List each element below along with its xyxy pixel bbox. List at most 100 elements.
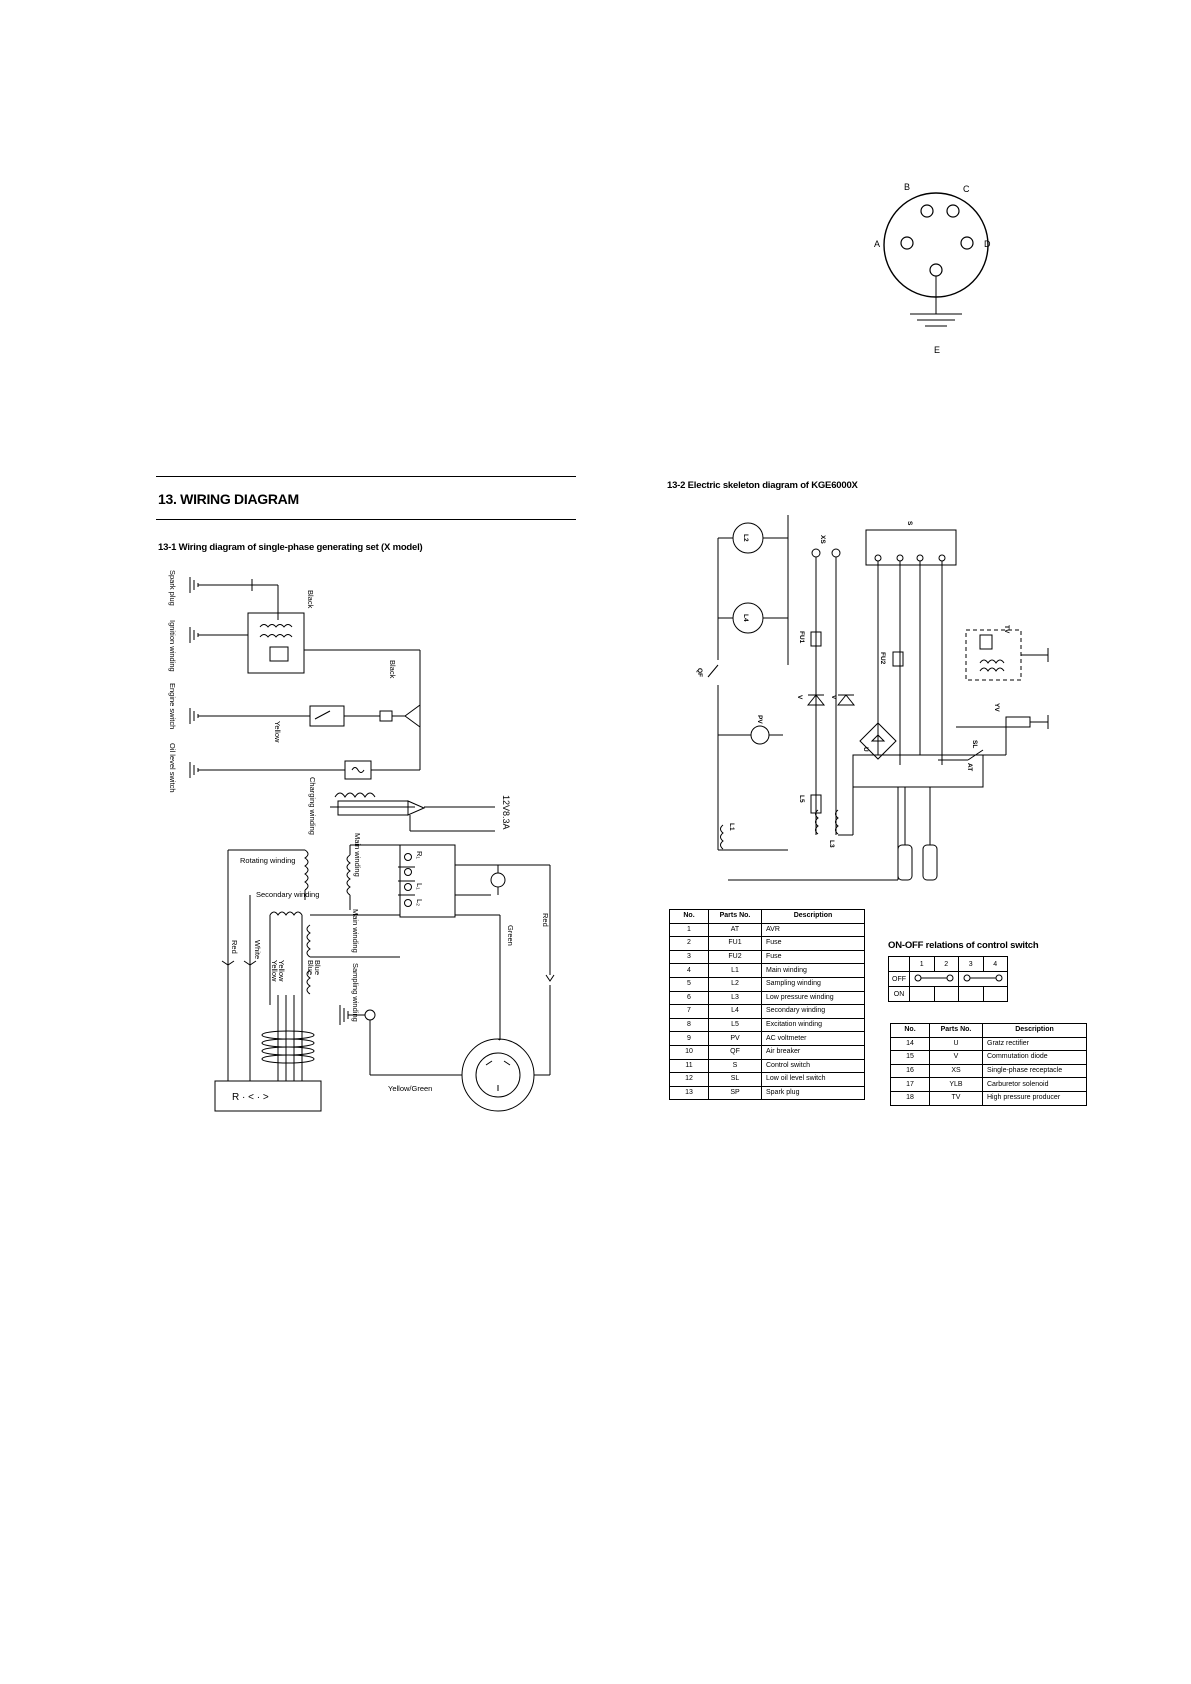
col-parts-no: Parts No. (708, 909, 762, 924)
label-qf: QF (696, 668, 703, 677)
label-engine-switch: Engine switch (168, 683, 177, 729)
cell-description: Spark plug (761, 1085, 865, 1101)
label-sl: SL (971, 740, 978, 748)
skeleton-diagram-kge6000x: L2 L4 XS S FU1 FU2 V V U QF PV L5 L3 L1 … (696, 515, 1049, 881)
col-description: Description (982, 1023, 1087, 1038)
cell-no: 8 (669, 1017, 709, 1033)
label-at: AT (966, 763, 973, 771)
switch-cell (933, 986, 959, 1002)
label-v1: V (796, 695, 803, 700)
label-yv: YV (993, 703, 1000, 712)
ground-symbol (189, 627, 199, 643)
label-yellow-wire-2: Yellow (277, 960, 286, 982)
label-pv: PV (756, 715, 763, 724)
pin-a (900, 236, 914, 250)
cell-parts-no: YLB (929, 1077, 983, 1092)
switch-header-4: 4 (982, 956, 1008, 972)
label-oil-level-switch: Oil level switch (168, 743, 177, 793)
label-sampling-winding: Sampling winding (351, 963, 360, 1022)
terminal-l1: L₁ (415, 883, 424, 890)
label-red-right: Red (541, 913, 550, 927)
label-l4: L4 (742, 614, 749, 622)
label-blue-2: Blue (313, 960, 322, 975)
cell-no: 12 (669, 1072, 709, 1087)
switch-header-1: 1 (909, 956, 935, 972)
label-l5: L5 (798, 795, 805, 803)
cell-no: 6 (669, 990, 709, 1006)
label-green: Green (506, 925, 515, 946)
cell-description: Air breaker (761, 1044, 865, 1060)
cell-parts-no: L2 (708, 976, 762, 992)
cell-description: Gratz rectifier (982, 1036, 1087, 1052)
label-yellow-wire-1: Yellow (270, 960, 279, 982)
engine-switch-box (309, 705, 345, 727)
cell-no: 18 (890, 1090, 930, 1106)
cell-no: 15 (890, 1050, 930, 1065)
section-title: 13. WIRING DIAGRAM (158, 491, 299, 507)
pin-label-b: B (904, 182, 910, 192)
cell-description: Excitation winding (761, 1017, 865, 1033)
cell-no: 11 (669, 1058, 709, 1074)
label-u: U (862, 747, 869, 752)
label-v2: V (830, 695, 837, 700)
cell-parts-no: XS (929, 1063, 983, 1079)
pin-b (920, 204, 934, 218)
switch-cell (909, 986, 935, 1002)
cell-description: Fuse (761, 949, 865, 965)
label-yellow: Yellow (273, 721, 282, 743)
cell-no: 5 (669, 976, 709, 992)
cell-parts-no: U (929, 1036, 983, 1052)
cell-description: Secondary winding (761, 1004, 865, 1019)
cell-parts-no: V (929, 1050, 983, 1065)
cell-parts-no: QF (708, 1044, 762, 1060)
switch-header-row: 1 2 3 4 (888, 956, 1008, 972)
label-l1: L1 (728, 823, 735, 831)
label-spark-plug: Spark plug (168, 570, 177, 606)
label-xs: XS (819, 535, 826, 544)
switch-cell (982, 986, 1008, 1002)
cell-description: Carburetor solenoid (982, 1077, 1087, 1092)
label-black-2: Black (388, 660, 397, 679)
fuse-fu1 (810, 631, 822, 647)
switch-cell (958, 986, 984, 1002)
cell-description: Commutation diode (982, 1050, 1087, 1065)
switch-row-label: OFF (888, 971, 910, 987)
label-yellow-green: Yellow/Green (388, 1084, 432, 1093)
cell-parts-no: L3 (708, 990, 762, 1006)
switch-row-on: ON (888, 986, 1008, 1002)
connector-pinout-diagram: B C A D E (874, 182, 991, 355)
label-main-winding-1: Main winding (353, 833, 362, 877)
cell-parts-no: L1 (708, 963, 762, 978)
switch-relations-title: ON-OFF relations of control switch (888, 940, 1039, 951)
col-no: No. (669, 909, 709, 924)
cell-no: 17 (890, 1077, 930, 1092)
cell-no: 1 (669, 922, 709, 938)
engine-connector (379, 710, 393, 722)
pin-d (960, 236, 974, 250)
col-parts-no: Parts No. (929, 1023, 983, 1038)
cell-parts-no: L4 (708, 1004, 762, 1019)
ignition-coil-box (247, 612, 305, 674)
cell-description: Main winding (761, 963, 865, 978)
ground-symbol (189, 762, 199, 778)
fuse-fu2 (892, 651, 904, 667)
terminal-l2: L₂ (415, 899, 424, 906)
receptacle-symbol (461, 1038, 535, 1112)
cell-no: 16 (890, 1063, 930, 1079)
switch-contact-1-2 (909, 971, 959, 987)
subsection-title-13-2: 13-2 Electric skeleton diagram of KGE600… (667, 480, 858, 491)
subsection-title-13-1: 13-1 Wiring diagram of single-phase gene… (158, 542, 423, 553)
cell-no: 4 (669, 963, 709, 978)
